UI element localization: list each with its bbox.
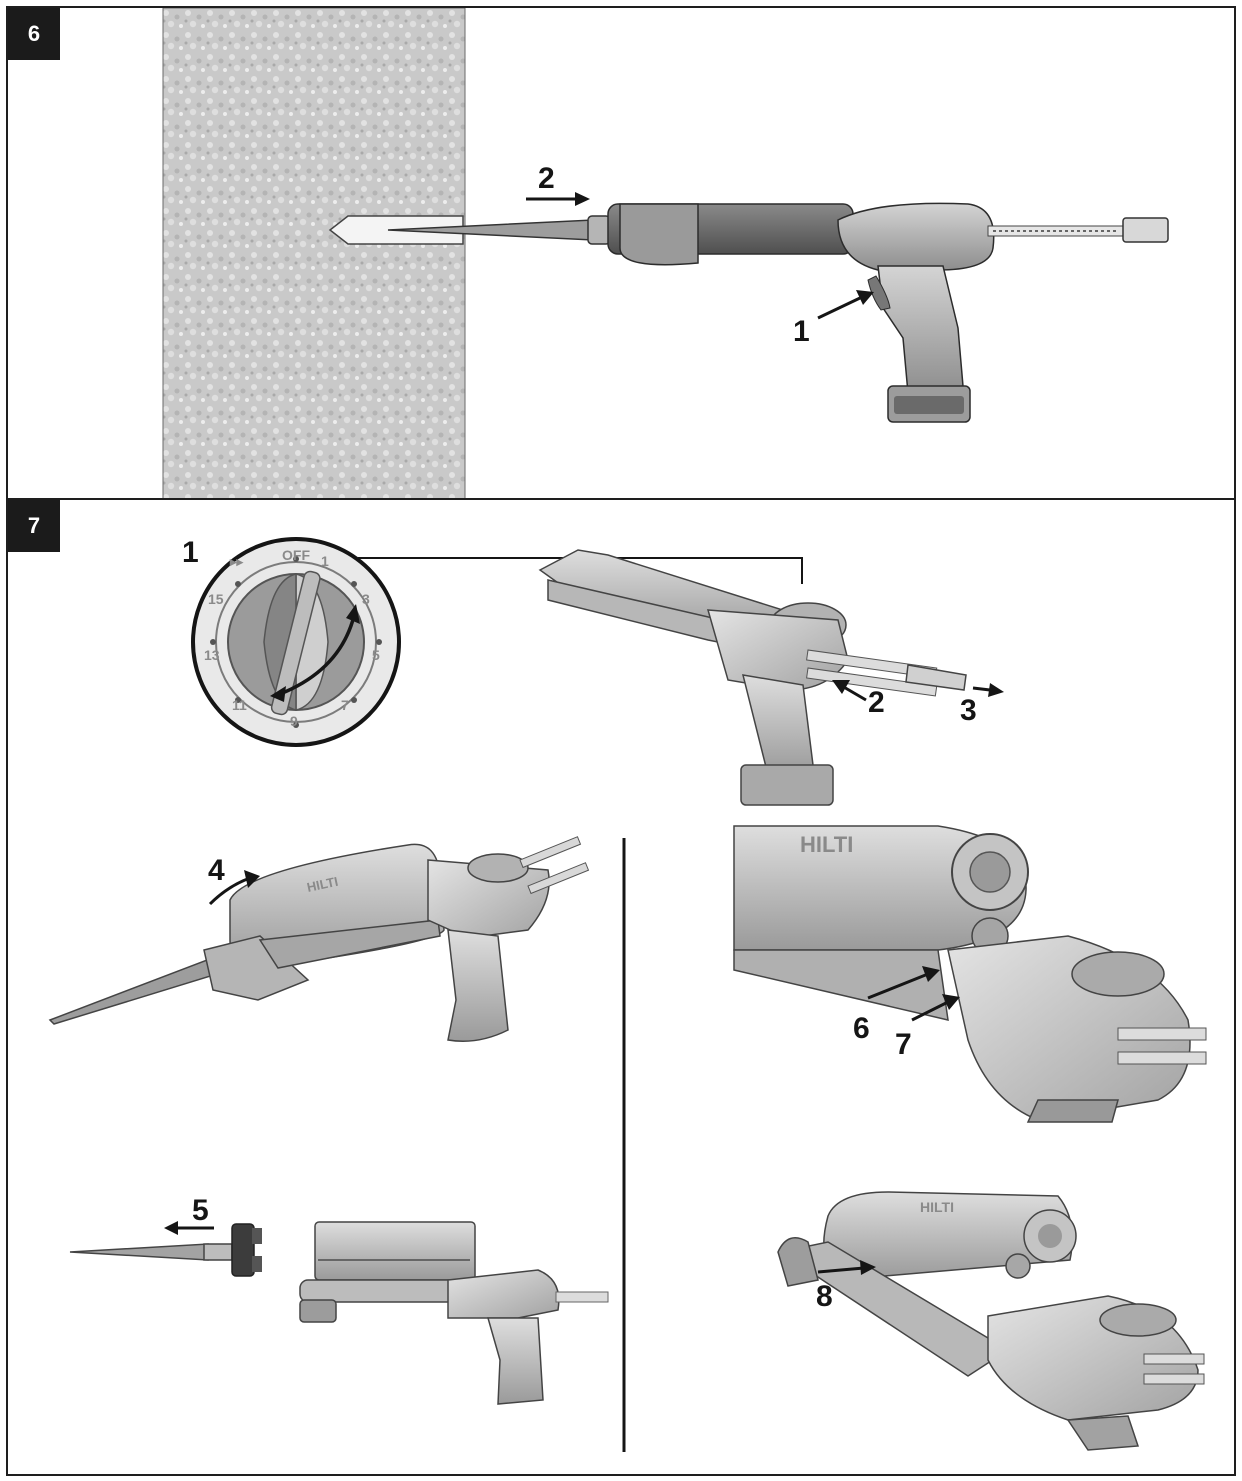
brand-mark-2: HILTI — [800, 832, 853, 857]
dial-label-9: 9 — [290, 713, 298, 729]
dial-label-11: 11 — [232, 697, 247, 713]
callout-7: 7 — [895, 1028, 912, 1061]
panel-6: 6 — [6, 6, 1236, 500]
gun-handle — [878, 266, 963, 393]
callout-6: 6 — [853, 1012, 870, 1045]
dial-label-1: 1 — [321, 553, 329, 569]
callout-2: 2 — [538, 162, 555, 195]
callout-1: 1 — [182, 536, 199, 569]
dial-label-15: 15 — [208, 591, 224, 607]
dial-label-5: 5 — [372, 647, 380, 663]
dispenser-tilted — [540, 550, 966, 805]
dial-label-13: 13 — [204, 647, 220, 663]
arrow-1 — [818, 290, 874, 318]
arrow-3 — [973, 683, 1004, 697]
callout-2: 2 — [868, 686, 885, 719]
callout-8: 8 — [816, 1280, 833, 1313]
dial-label-3: 3 — [362, 591, 370, 607]
dispenser-side-view — [300, 1222, 608, 1404]
dial-label-off: OFF — [282, 547, 310, 563]
callout-4: 4 — [208, 854, 225, 887]
nozzle-removed — [70, 1224, 262, 1276]
dispenser-open-cartridge: HILTI — [50, 837, 588, 1041]
speed-dial: ▸▸ OFF 1 3 5 7 9 11 13 15 — [193, 539, 399, 745]
arrow-2 — [526, 192, 590, 206]
panel-7-illustration: ▸▸ OFF 1 3 5 7 9 11 13 15 1 — [8, 500, 1238, 1478]
dial-label-fast: ▸▸ — [229, 554, 245, 569]
dial-label-7: 7 — [341, 697, 349, 713]
brand-mark-3: HILTI — [920, 1199, 954, 1215]
cartridge-closeup: HILTI — [734, 826, 1206, 1122]
cartridge-removal-view: HILTI — [778, 1192, 1204, 1450]
callout-5: 5 — [192, 1194, 209, 1227]
callout-3: 3 — [960, 694, 977, 727]
dispenser-head — [838, 203, 994, 270]
callout-1: 1 — [793, 315, 810, 348]
panel-6-illustration: 2 1 — [8, 8, 1238, 502]
panel-7: 7 — [6, 498, 1236, 1476]
concrete-wall — [163, 8, 465, 502]
